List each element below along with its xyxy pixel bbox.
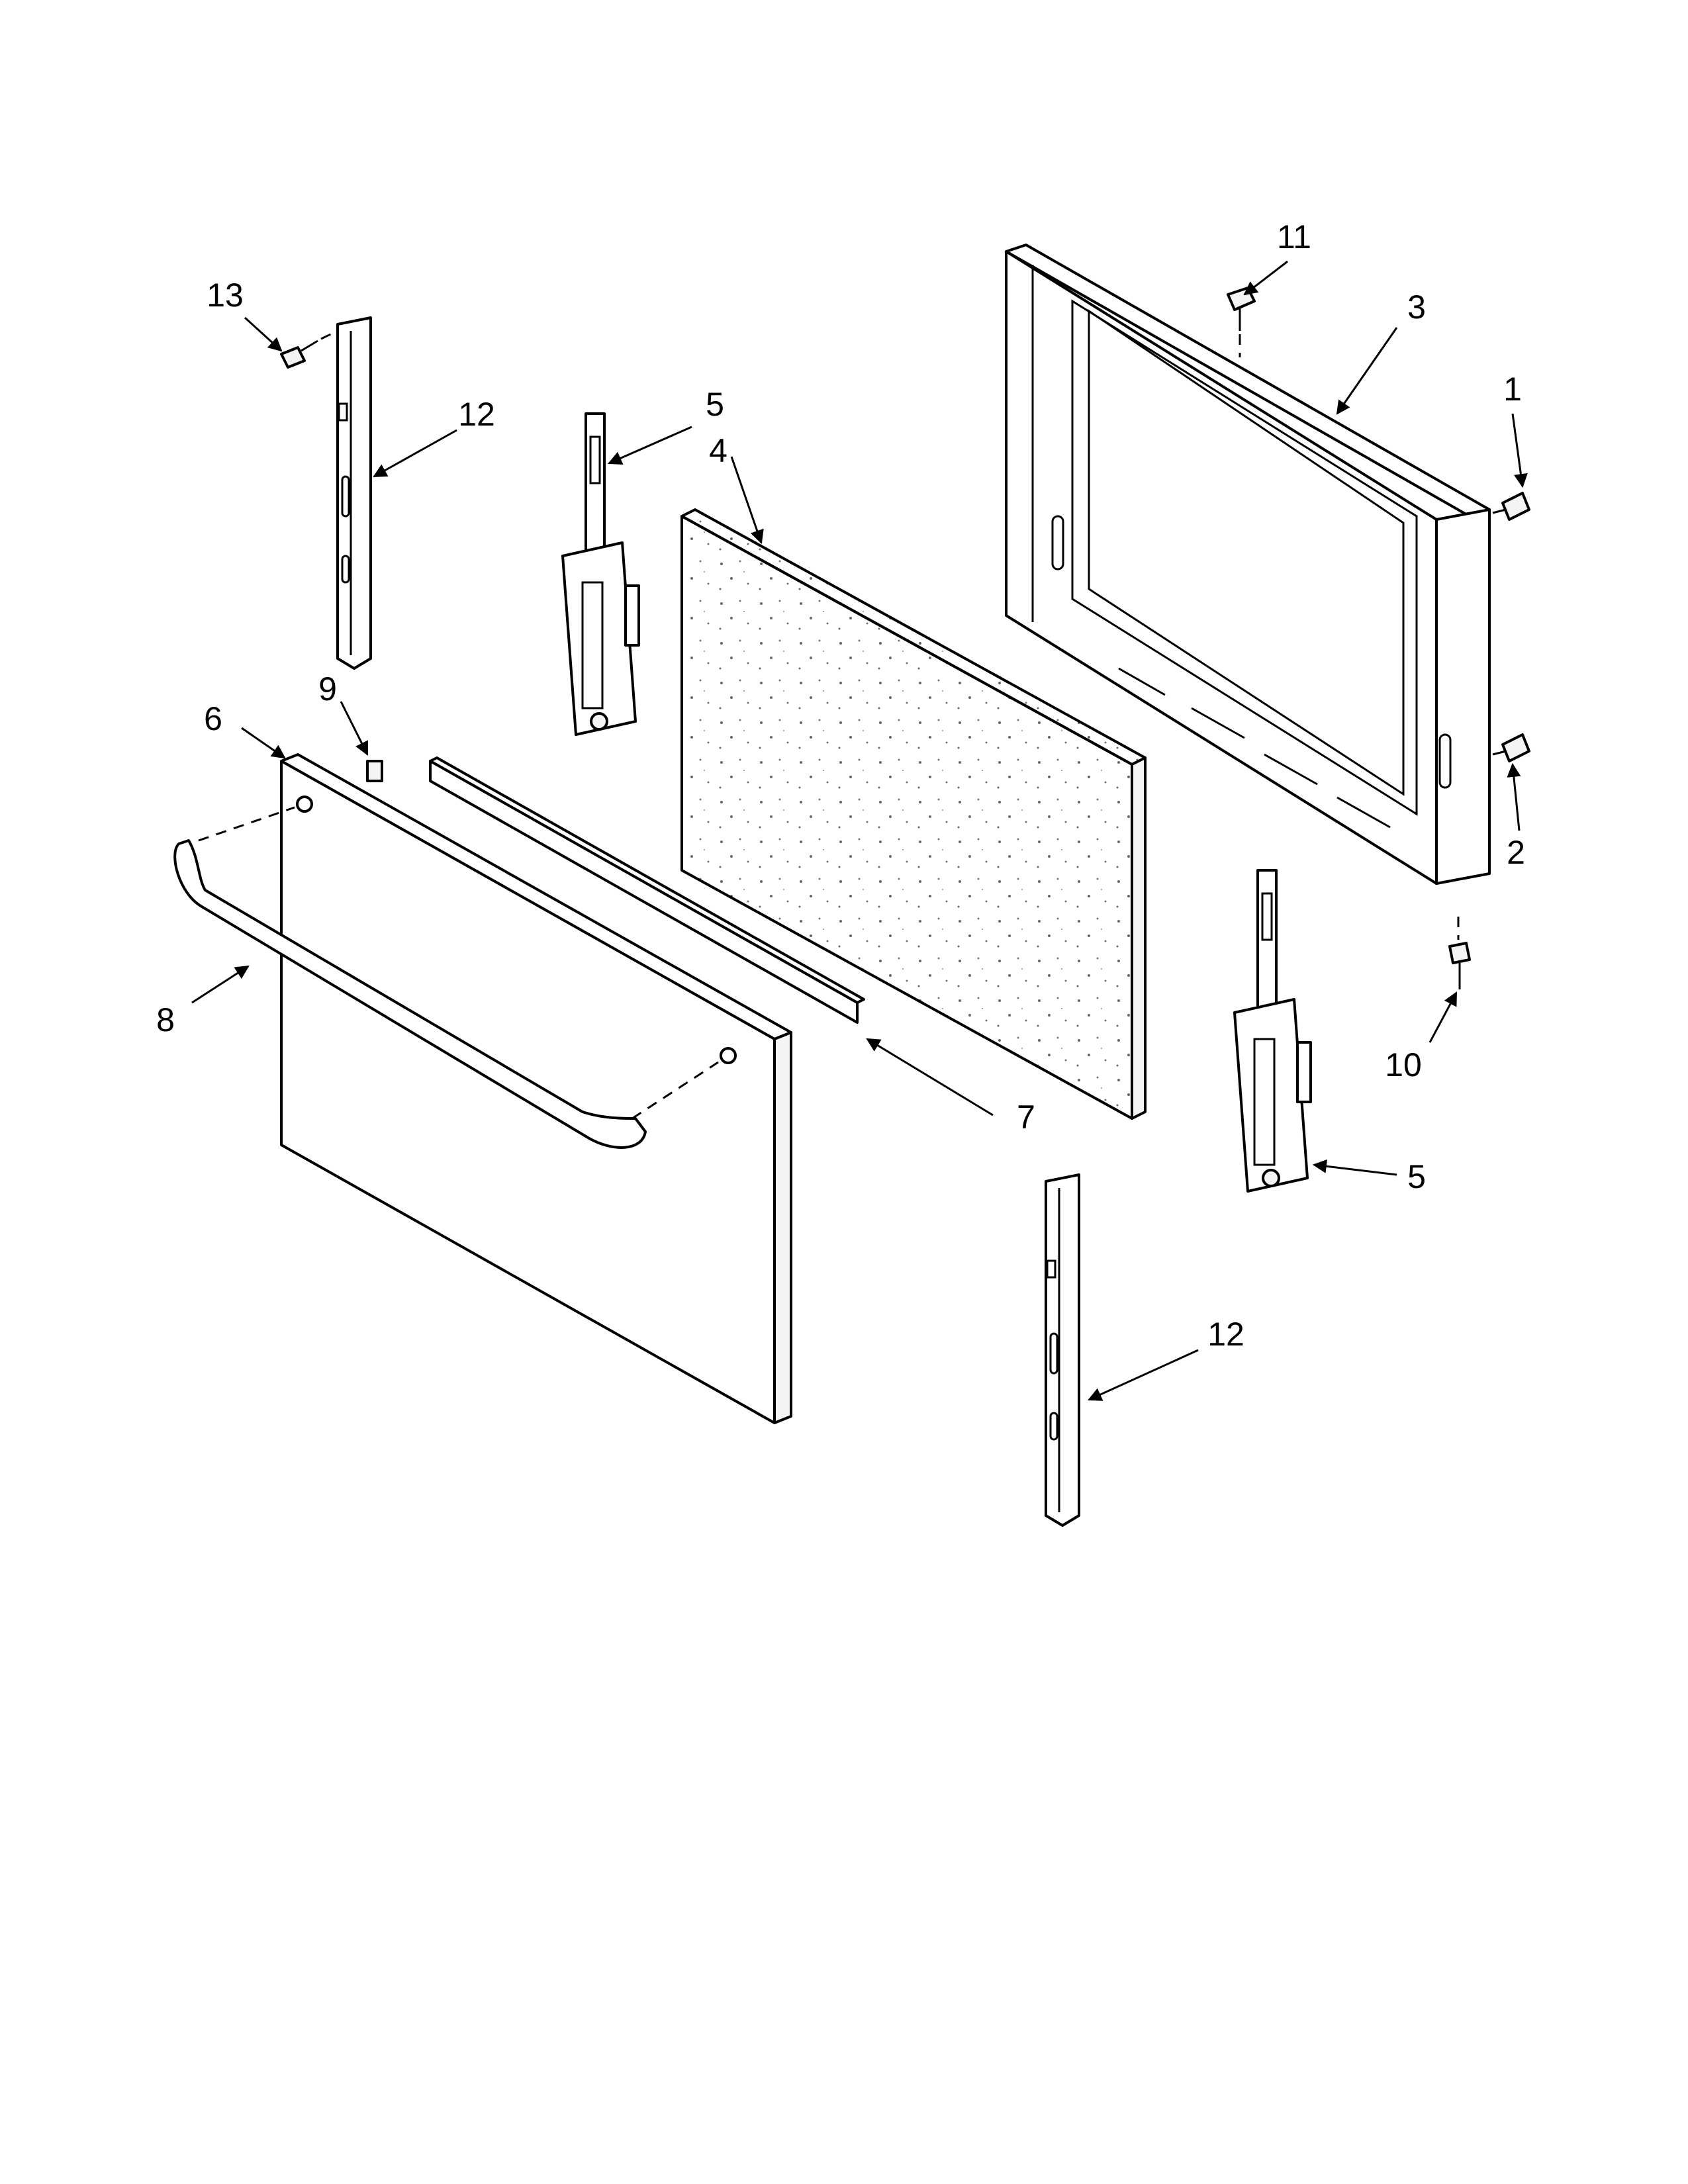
- hinge-upper: [561, 412, 640, 736]
- leader-lines: [191, 260, 1528, 1401]
- door-bracket-lower: [1045, 1173, 1080, 1527]
- callout-6: 6: [204, 700, 222, 737]
- callout-11: 11: [1277, 218, 1311, 255]
- hinge-lower: [1233, 869, 1312, 1193]
- callout-9: 9: [318, 670, 337, 707]
- callout-labels: 13 12 5 4 11 3 1 2 9 6 8 7 10 5 12: [156, 218, 1525, 1353]
- callout-10: 10: [1385, 1046, 1422, 1083]
- clip-9: [366, 760, 383, 782]
- callout-12-lower: 12: [1207, 1316, 1244, 1353]
- gasket-strip: [429, 756, 865, 1024]
- screw-13: [280, 330, 338, 369]
- screw-11: [1227, 287, 1256, 357]
- callout-7: 7: [1017, 1099, 1035, 1136]
- callout-12-upper: 12: [458, 396, 495, 433]
- door-handle: [173, 806, 719, 1149]
- screw-2: [1492, 733, 1530, 762]
- callout-2: 2: [1507, 834, 1525, 871]
- callout-13: 13: [207, 277, 244, 314]
- callout-1: 1: [1503, 371, 1522, 408]
- door-bracket-upper: [336, 316, 372, 670]
- insulation-panel: [680, 508, 1147, 1120]
- callout-5-upper: 5: [706, 386, 724, 423]
- callout-8: 8: [156, 1001, 175, 1038]
- screw-1: [1492, 492, 1530, 521]
- callout-5-lower: 5: [1407, 1158, 1426, 1195]
- outer-door-frame: [1005, 244, 1491, 885]
- callout-4: 4: [709, 432, 727, 469]
- screw-10: [1448, 917, 1471, 989]
- callout-3: 3: [1407, 289, 1426, 326]
